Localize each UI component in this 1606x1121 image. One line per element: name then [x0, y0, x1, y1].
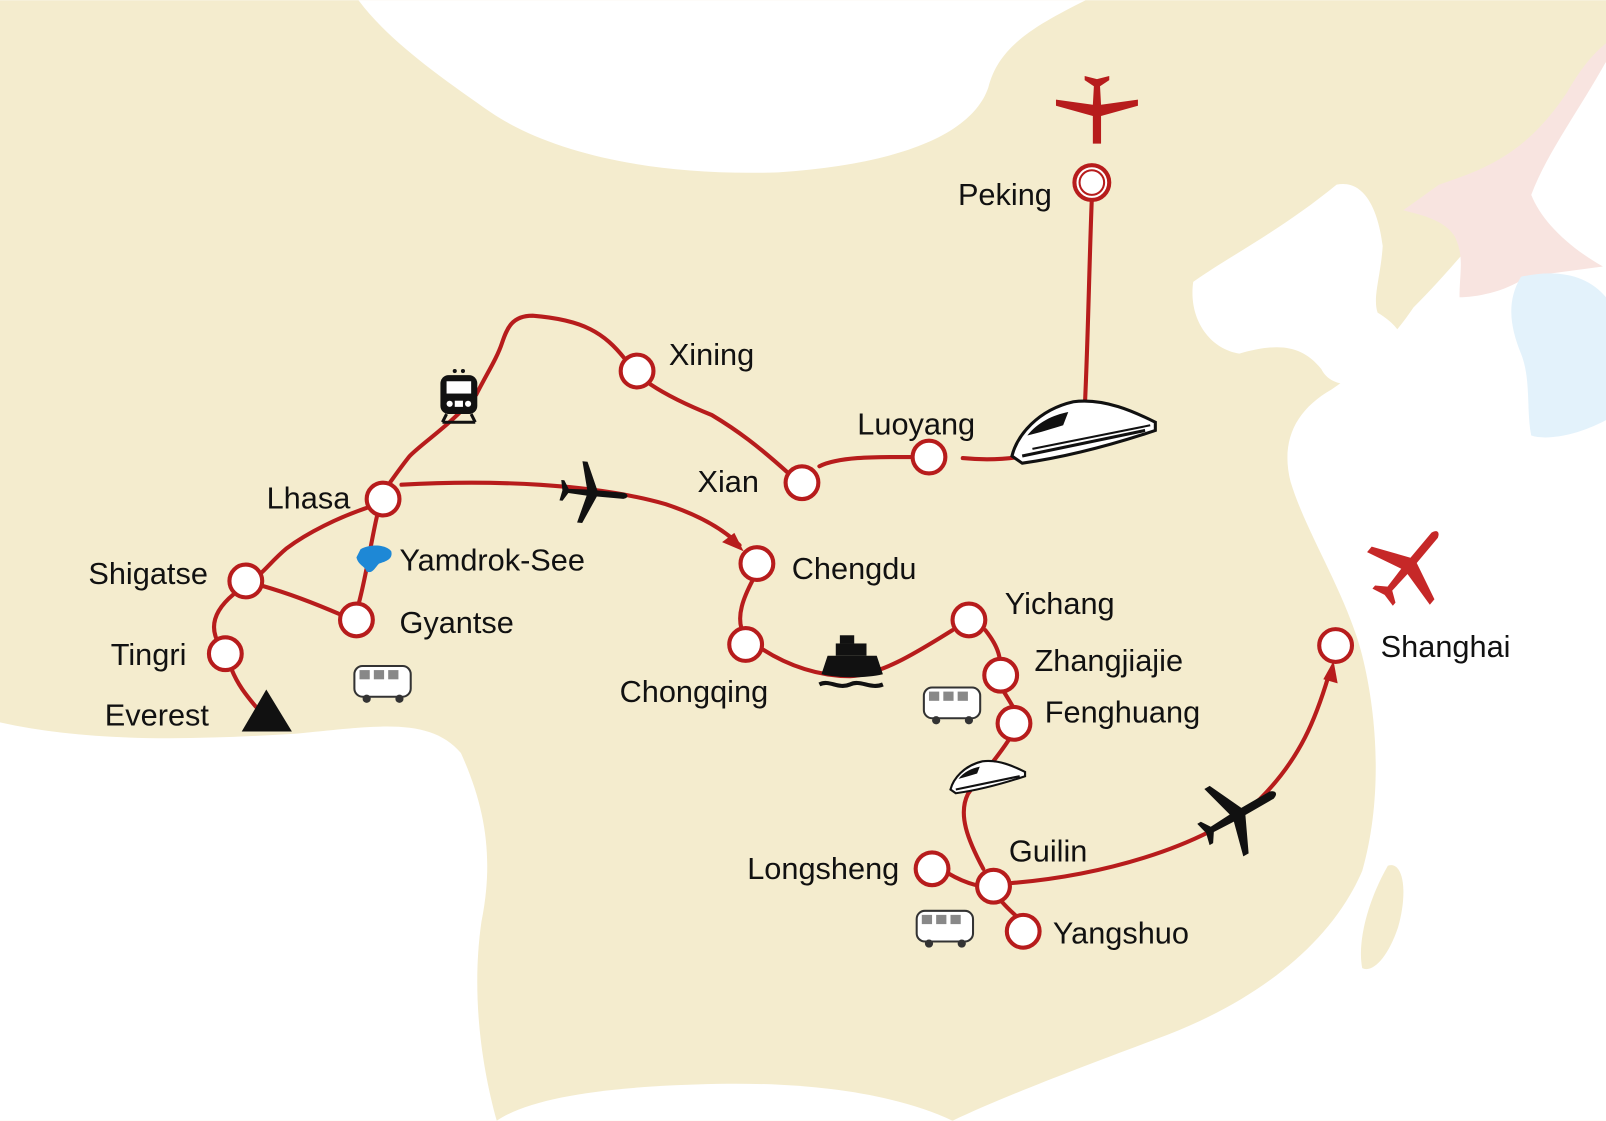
region-bohai-bay: [1192, 183, 1404, 385]
boat-icon: [818, 635, 884, 688]
route-lhasa-chengdu-flight: [399, 480, 742, 548]
region-mongolia: [358, 0, 1086, 173]
route-shigatse-tingri: [212, 592, 236, 643]
stop-shanghai[interactable]: [1317, 627, 1355, 664]
label-fenghuang: Fenghuang: [1045, 694, 1200, 729]
label-yamdrok: Yamdrok-See: [399, 543, 585, 578]
region-south-asia: [0, 722, 497, 1121]
label-yichang: Yichang: [1005, 586, 1115, 621]
label-chengdu: Chengdu: [792, 551, 917, 586]
label-everest: Everest: [105, 697, 210, 732]
label-yangshuo: Yangshuo: [1053, 916, 1189, 951]
route-xian-xining: [648, 382, 791, 476]
label-guilin: Guilin: [1009, 834, 1088, 869]
route-shigatse-gyantse: [261, 584, 344, 617]
region-south-korea: [1511, 273, 1606, 438]
label-longsheng: Longsheng: [747, 851, 899, 886]
stop-xining[interactable]: [618, 352, 656, 390]
stop-xian[interactable]: [783, 464, 821, 502]
label-gyantse: Gyantse: [399, 605, 513, 640]
stop-peking-inner: [1078, 169, 1106, 196]
plane-icon: [1197, 785, 1277, 857]
stop-yichang[interactable]: [950, 601, 988, 639]
van-icon: [353, 664, 412, 703]
stop-luoyang[interactable]: [910, 438, 948, 476]
stop-fenghuang[interactable]: [995, 704, 1033, 742]
lake-icon: [356, 545, 392, 573]
stop-gyantse[interactable]: [337, 601, 375, 639]
label-peking: Peking: [958, 177, 1052, 212]
label-xian: Xian: [697, 464, 758, 499]
route-yichang-zhangjiajie: [983, 628, 1002, 661]
route-fenghuang-guilin: [961, 737, 1011, 871]
stop-zhangjiajie[interactable]: [982, 656, 1020, 694]
route-luoyang-xian: [817, 454, 914, 469]
label-lhasa: Lhasa: [267, 480, 352, 515]
van-icon: [915, 909, 975, 948]
plane-icon: [559, 461, 628, 523]
plane-departure-icon: [1367, 531, 1439, 606]
route-longsheng-guilin: [945, 870, 979, 888]
label-tingri: Tingri: [111, 637, 187, 672]
route-xining-lhasa-rail: [387, 313, 627, 486]
stop-longsheng[interactable]: [913, 850, 951, 888]
region-southeast-asia: [496, 1083, 953, 1121]
stop-shigatse[interactable]: [227, 562, 265, 600]
route-tingri-everest: [229, 667, 259, 710]
label-chongqing: Chongqing: [620, 674, 769, 709]
arrow-head-chengdu: [722, 532, 744, 552]
stop-yangshuo[interactable]: [1004, 912, 1042, 950]
region-sea: [952, 61, 1606, 1121]
stop-chongqing[interactable]: [727, 626, 765, 663]
stops: [206, 163, 1355, 950]
labels: Peking Xining Luoyang Xian Lhasa Yamdrok…: [88, 177, 1510, 950]
van-icon: [922, 686, 982, 725]
plane-arrival-icon: [1055, 76, 1138, 144]
high-speed-train-icon: [1010, 399, 1157, 465]
region-taiwan: [1360, 865, 1404, 970]
route-lhasa-shigatse: [258, 505, 371, 576]
stop-guilin[interactable]: [975, 867, 1012, 905]
label-zhangjiajie: Zhangjiajie: [1034, 643, 1183, 678]
route-chengdu-chongqing: [738, 577, 755, 632]
label-luoyang: Luoyang: [857, 407, 975, 442]
stop-lhasa[interactable]: [364, 480, 402, 518]
train-icon: [440, 368, 478, 424]
arrow-head-shanghai: [1323, 660, 1338, 684]
region-north-korea: [1403, 43, 1606, 298]
label-shigatse: Shigatse: [88, 556, 208, 591]
label-xining: Xining: [669, 337, 754, 372]
stop-chengdu[interactable]: [738, 545, 776, 583]
mountain-icon: [241, 689, 292, 732]
label-shanghai: Shanghai: [1381, 629, 1511, 664]
stop-tingri[interactable]: [206, 635, 244, 673]
high-speed-train-icon: [949, 759, 1027, 795]
